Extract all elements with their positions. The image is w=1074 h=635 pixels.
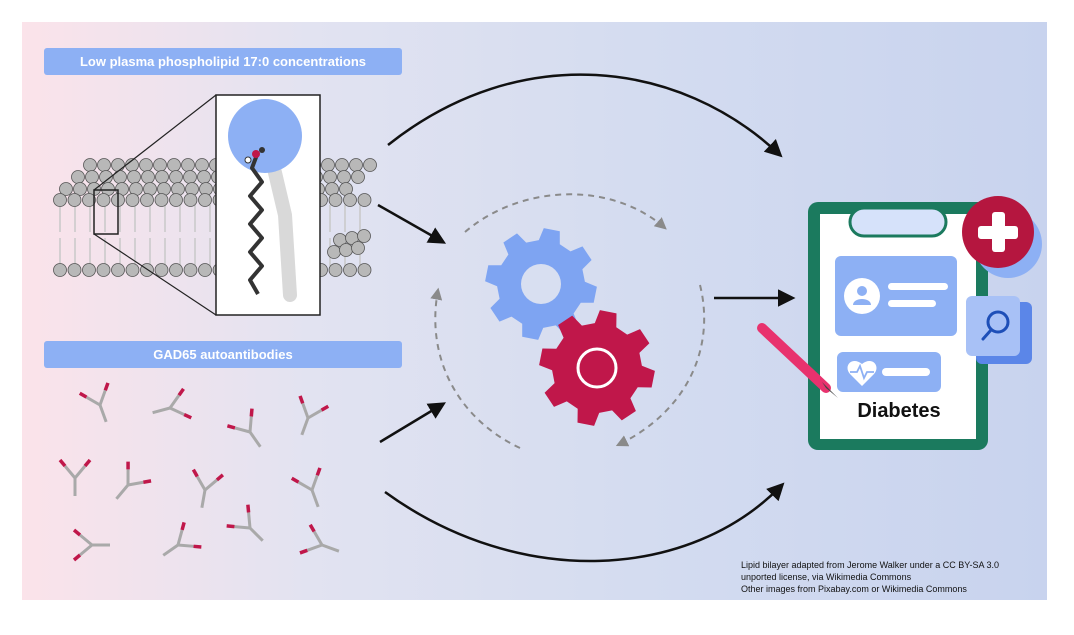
- antibody-icon: [146, 387, 194, 429]
- credit-line: Lipid bilayer adapted from Jerome Walker…: [741, 560, 999, 570]
- antibody-label: GAD65 autoantibodies: [44, 341, 402, 368]
- user-icon: [844, 278, 880, 314]
- antibody-icon: [285, 394, 331, 442]
- credit-line: unported license, via Wikimedia Commons: [741, 572, 912, 582]
- image-credit: Lipid bilayer adapted from Jerome Walker…: [741, 559, 999, 595]
- phospholipid-zoom-inset: [93, 94, 321, 316]
- antibody-icon: [224, 502, 276, 554]
- lipid-label: Low plasma phospholipid 17:0 concentrati…: [44, 48, 402, 75]
- antibody-icon: [185, 467, 225, 513]
- medical-cross-icon: [962, 196, 1042, 278]
- magnifier-icon: [966, 296, 1032, 364]
- antibody-icon: [58, 458, 92, 498]
- antibody-icon: [225, 406, 275, 458]
- antibody-field: [58, 381, 346, 570]
- clipboard-icon: [808, 202, 988, 450]
- diabetes-label: Diabetes: [857, 400, 941, 422]
- antibody-icon: [152, 520, 204, 570]
- gear-icon: [485, 228, 655, 426]
- antibody-icon: [77, 381, 123, 429]
- antibody-icon: [72, 528, 112, 562]
- credit-line: Other images from Pixabay.com or Wikimed…: [741, 584, 967, 594]
- flow-arrows: [377, 73, 796, 563]
- antibody-icon: [289, 466, 335, 514]
- antibody-icon: [103, 459, 153, 511]
- mechanism-cycle-arrows: [430, 193, 706, 449]
- heartbeat-icon: [847, 361, 877, 386]
- pen-icon: [757, 323, 838, 398]
- lipid-bilayer-icon: [53, 158, 377, 277]
- antibody-icon: [298, 522, 346, 568]
